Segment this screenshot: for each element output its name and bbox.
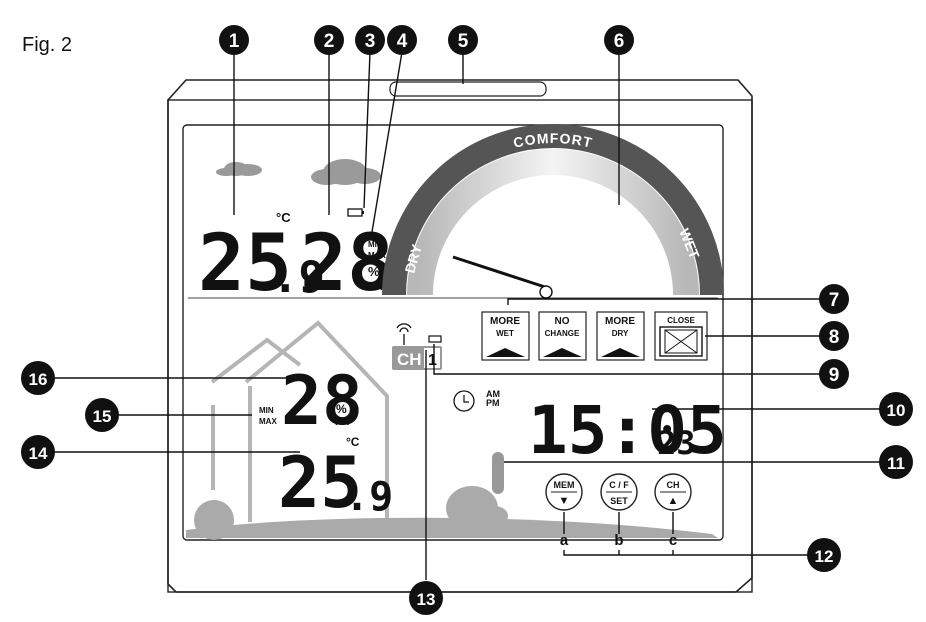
indoor-temperature-unit: °C [346, 435, 360, 449]
outdoor-max-label: MAX [368, 251, 386, 260]
svg-text:C / F: C / F [609, 480, 629, 490]
callout-2: 2 [314, 25, 344, 55]
outdoor-humidity: 28 [300, 219, 394, 309]
indoor-temperature: 25 [278, 442, 362, 524]
indicator-more-wet: MORE WET [481, 311, 530, 361]
svg-text:5: 5 [458, 31, 469, 52]
svg-text:CLOSE: CLOSE [667, 316, 695, 325]
bush-left [194, 500, 234, 540]
ground-illustration [186, 517, 718, 538]
channel-indicator: CH 1 [392, 346, 442, 370]
outdoor-temperature-unit: °C [276, 210, 291, 225]
callout-11: 11 [879, 445, 913, 479]
indoor-max-label: MAX [259, 417, 277, 426]
indicator-more-dry: MORE DRY [596, 311, 645, 361]
svg-text:10: 10 [887, 401, 906, 420]
callout-15: 15 [85, 398, 119, 432]
outdoor-temperature-decimal: .9 [272, 252, 325, 303]
svg-text:6: 6 [614, 31, 625, 52]
svg-text:14: 14 [29, 444, 48, 463]
svg-text:▼: ▼ [559, 495, 570, 507]
outdoor-humidity-pct: % [368, 264, 380, 279]
house-illustration [210, 320, 389, 522]
svg-text:7: 7 [829, 290, 840, 311]
svg-text:11: 11 [887, 454, 905, 473]
cloud-icon [311, 159, 381, 185]
callout-6: 6 [604, 25, 634, 55]
gauge-pivot [539, 285, 553, 299]
callout-10: 10 [879, 392, 913, 426]
clock-time: 15:05 [528, 392, 727, 469]
callout-5: 5 [448, 25, 478, 55]
svg-text:1: 1 [428, 352, 437, 369]
svg-text:NO: NO [555, 316, 570, 327]
ch-up-button[interactable]: CH ▲ [654, 473, 692, 511]
svg-text:CHANGE: CHANGE [545, 329, 580, 338]
svg-text:MORE: MORE [490, 316, 520, 327]
callout-3: 3 [355, 25, 385, 55]
svg-text:1: 1 [229, 31, 240, 52]
svg-text:12: 12 [815, 547, 834, 566]
indoor-humidity-pct: % [336, 402, 347, 416]
svg-text:DRY: DRY [612, 329, 629, 338]
callout-8: 8 [819, 321, 849, 351]
svg-text:2: 2 [324, 31, 335, 52]
indoor-temperature-decimal: .9 [345, 474, 393, 520]
svg-text:MEM: MEM [554, 480, 575, 490]
outdoor-temperature: 25 [198, 219, 292, 309]
svg-text:COMFORT: COMFORT [512, 130, 595, 151]
svg-text:13: 13 [417, 590, 436, 609]
leader-lines [54, 51, 880, 580]
svg-text:4: 4 [397, 31, 408, 52]
indoor-min-label: MIN [259, 406, 274, 415]
callout-14: 14 [21, 435, 55, 469]
comfort-label: COMFORT [512, 130, 594, 151]
button-letter-c: c [669, 532, 677, 549]
signal-icon [396, 323, 412, 345]
callout-16: 16 [21, 361, 55, 395]
svg-text:8: 8 [829, 327, 840, 348]
gauge-needle [452, 255, 546, 289]
svg-text:▲: ▲ [668, 495, 679, 507]
callout-7: 7 [819, 284, 849, 314]
svg-text:WET: WET [496, 329, 514, 338]
svg-text:CH: CH [397, 350, 422, 369]
lcd-panel [182, 124, 724, 541]
button-letter-a: a [560, 532, 569, 549]
svg-text:9: 9 [829, 365, 840, 386]
callout-1: 1 [219, 25, 249, 55]
callout-9: 9 [819, 359, 849, 389]
thermometer-icon [492, 452, 504, 494]
indoor-humidity-rh: RH [335, 417, 349, 428]
clock-icon [453, 390, 475, 412]
clock-seconds: 23 [657, 424, 696, 462]
button-letter-b: b [614, 532, 623, 549]
indicator-close-window: CLOSE [654, 311, 708, 361]
callout-12: 12 [807, 538, 841, 572]
outdoor-humidity-rh: RH [367, 281, 383, 293]
svg-text:3: 3 [365, 31, 376, 52]
channel-battery-icon [428, 335, 442, 343]
svg-text:MORE: MORE [605, 316, 635, 327]
dry-label: DRY [402, 242, 426, 275]
callout-4: 4 [387, 25, 417, 55]
cf-set-button[interactable]: C / F SET [600, 473, 638, 511]
indicator-no-change: NO CHANGE [538, 311, 587, 361]
svg-text:CH: CH [667, 480, 680, 490]
mem-down-button[interactable]: MEM ▼ [545, 473, 583, 511]
pm-label: PM [486, 398, 500, 408]
top-sensor-button[interactable] [389, 81, 547, 97]
cloud-icon [216, 162, 262, 176]
indoor-humidity: 28 [281, 362, 363, 441]
svg-text:SET: SET [610, 496, 628, 506]
am-label: AM [486, 389, 500, 399]
window-icon [659, 326, 703, 357]
comfort-gauge: COMFORT DRY WET [382, 124, 724, 299]
figure-label: Fig. 2 [22, 34, 73, 56]
callout-13: 13 [409, 581, 443, 615]
outdoor-min-label: MIN [368, 240, 383, 249]
svg-text:16: 16 [29, 370, 48, 389]
svg-text:15: 15 [93, 407, 112, 426]
